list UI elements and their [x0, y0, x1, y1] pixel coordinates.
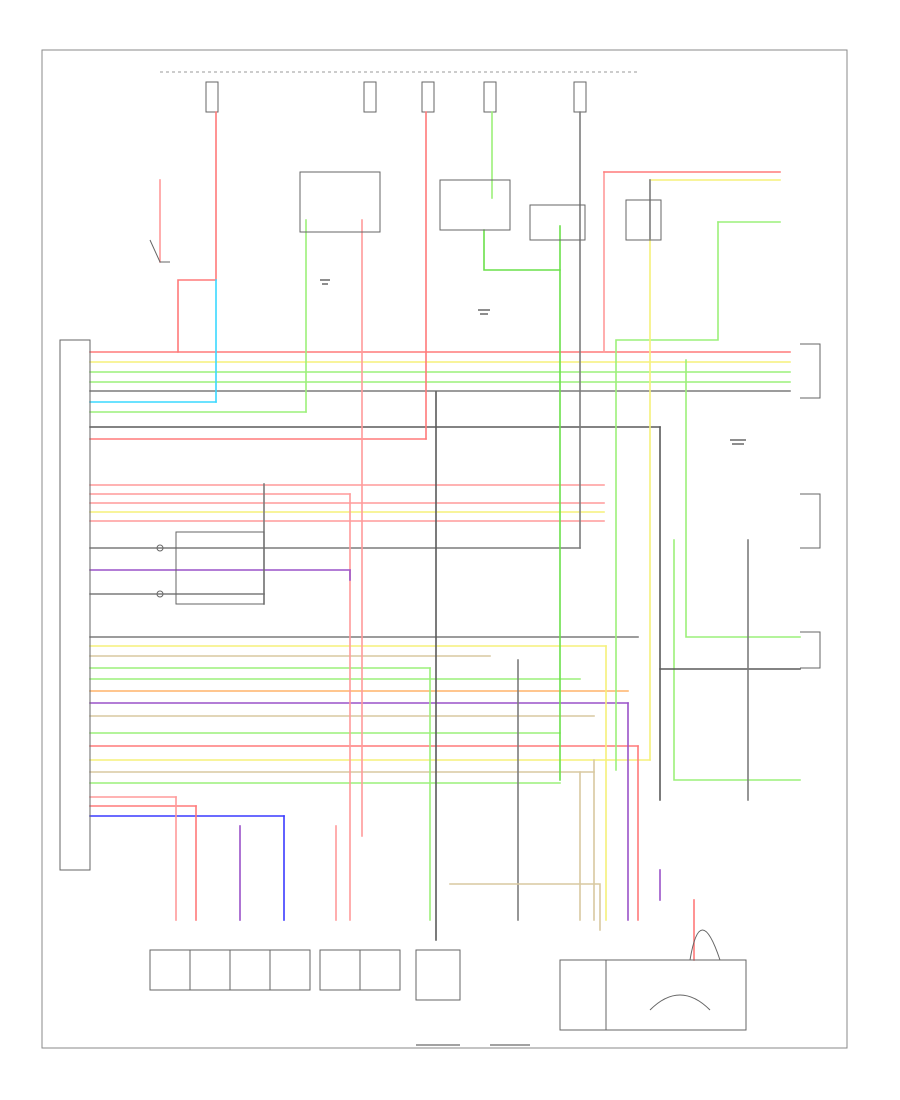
ground-point-g3: [730, 439, 746, 445]
fuse-3: [421, 81, 435, 113]
diagram-frame: [41, 49, 848, 1049]
ground-point-g2: [478, 309, 490, 315]
manifold-pressure-sensor: [800, 631, 821, 669]
relay-module: [156, 531, 265, 605]
transmission-range-switch: [559, 959, 607, 1031]
ac-switch-assembly: [299, 171, 662, 241]
fuse-1: [205, 81, 219, 113]
output-speed-sensor: [415, 949, 461, 1046]
data-link-connector: [800, 343, 821, 399]
fuse-4: [483, 81, 497, 113]
ground-point-g1: [320, 279, 330, 285]
throttle-position-sensor: [800, 493, 821, 549]
fuse-rail: [160, 71, 640, 113]
powertrain-control-module: [59, 339, 91, 871]
shift-solenoid-assembly: [605, 929, 747, 1031]
fuse-5: [573, 81, 587, 113]
bottom-switches: [149, 949, 401, 991]
ac-pressure-switch: [149, 239, 170, 263]
vertical-runs: [159, 111, 801, 961]
fuse-2: [363, 81, 377, 113]
wire-bus: [89, 351, 791, 817]
